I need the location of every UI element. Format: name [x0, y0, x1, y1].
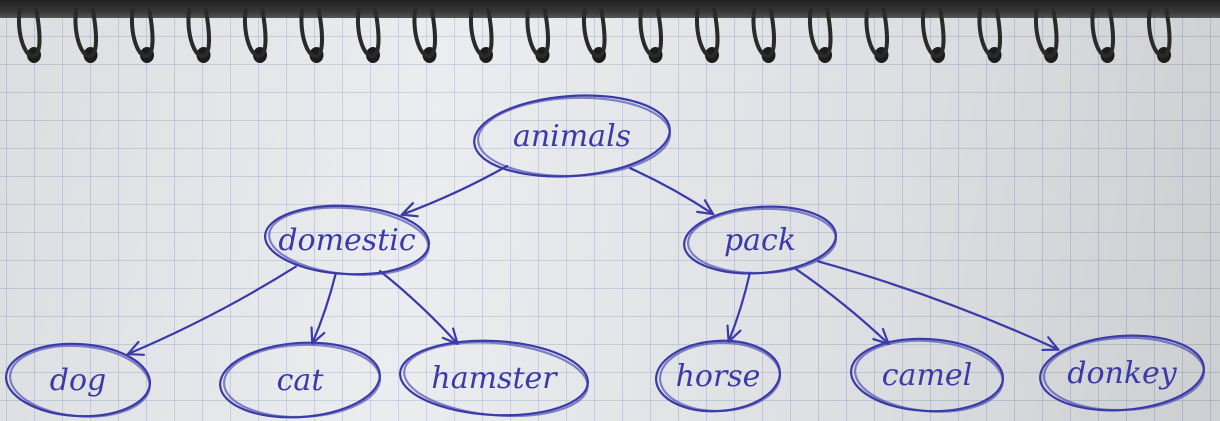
binding-ring: [977, 7, 1002, 58]
binding-ring: [356, 7, 381, 58]
notebook-cover-edge: [0, 0, 1220, 18]
edge-domestic-hamster: [379, 270, 459, 345]
node-label: horse: [676, 359, 761, 394]
node-outline-stroke: [9, 344, 151, 418]
binding-ring: [1034, 7, 1059, 58]
binding-ring: [695, 7, 720, 58]
node-animals: animals: [473, 94, 672, 178]
edge-line: [629, 167, 715, 216]
arrowhead-icon: [1041, 336, 1060, 352]
arrowhead-icon: [696, 199, 715, 216]
node-pack: pack: [683, 205, 838, 275]
node-outline-stroke: [686, 207, 838, 275]
binding-ring: [1147, 7, 1172, 58]
binding-ring: [921, 7, 946, 58]
binding-ring: [186, 7, 211, 58]
node-outline-stroke: [854, 339, 1004, 413]
binding-ring: [808, 7, 833, 58]
binding-ring: [864, 7, 889, 58]
node-outline-stroke: [268, 206, 430, 276]
node-horse: horse: [655, 339, 782, 413]
node-label: camel: [882, 358, 972, 393]
node-outline-stroke: [658, 341, 782, 413]
node-label: hamster: [431, 361, 558, 396]
edge-domestic-dog: [126, 265, 298, 356]
node-hamster: hamster: [399, 339, 589, 418]
binding-ring: [412, 7, 437, 58]
node-outline-stroke: [476, 96, 672, 178]
node-label: animals: [513, 119, 631, 154]
node-outline-stroke: [1042, 336, 1206, 412]
binding-ring: [243, 7, 268, 58]
node-label: domestic: [278, 223, 416, 258]
edge-line: [126, 265, 298, 356]
edge-animals-pack: [629, 167, 715, 216]
arrowhead-icon: [126, 340, 145, 356]
node-dog: dog: [4, 342, 152, 418]
node-label: pack: [724, 223, 796, 258]
node-label: cat: [277, 363, 325, 398]
node-camel: camel: [849, 337, 1005, 413]
edge-animals-domestic: [400, 164, 509, 218]
spiral-binding: [17, 7, 1172, 63]
edge-line: [379, 270, 459, 345]
binding-ring: [751, 7, 776, 58]
edge-line: [794, 267, 890, 346]
node-domestic: domestic: [263, 204, 431, 276]
edge-line: [311, 272, 337, 345]
node-outline-stroke: [222, 343, 382, 419]
edges-layer: [126, 164, 1060, 356]
binding-ring: [299, 7, 324, 58]
node-donkey: donkey: [1039, 334, 1206, 412]
arrowhead-icon: [400, 202, 419, 218]
binding-ring: [17, 7, 42, 58]
binding-ring: [73, 7, 98, 58]
edge-pack-camel: [794, 267, 890, 346]
binding-ring: [525, 7, 550, 58]
binding-ring: [582, 7, 607, 58]
node-outline-stroke: [403, 341, 589, 418]
binding-ring: [469, 7, 494, 58]
edge-line: [816, 260, 1060, 351]
edge-pack-horse: [726, 271, 751, 343]
binding-ring: [638, 7, 663, 58]
node-cat: cat: [219, 341, 382, 419]
edge-line: [400, 164, 509, 216]
edge-domestic-cat: [310, 272, 337, 345]
node-label: dog: [50, 363, 106, 398]
nodes-layer: animals domestic pack dog cat hamster horse cam…: [4, 94, 1206, 419]
node-label: donkey: [1067, 356, 1178, 391]
edge-line: [727, 271, 751, 343]
edge-pack-donkey: [816, 260, 1060, 352]
binding-ring: [130, 7, 155, 58]
binding-ring: [1090, 7, 1115, 58]
